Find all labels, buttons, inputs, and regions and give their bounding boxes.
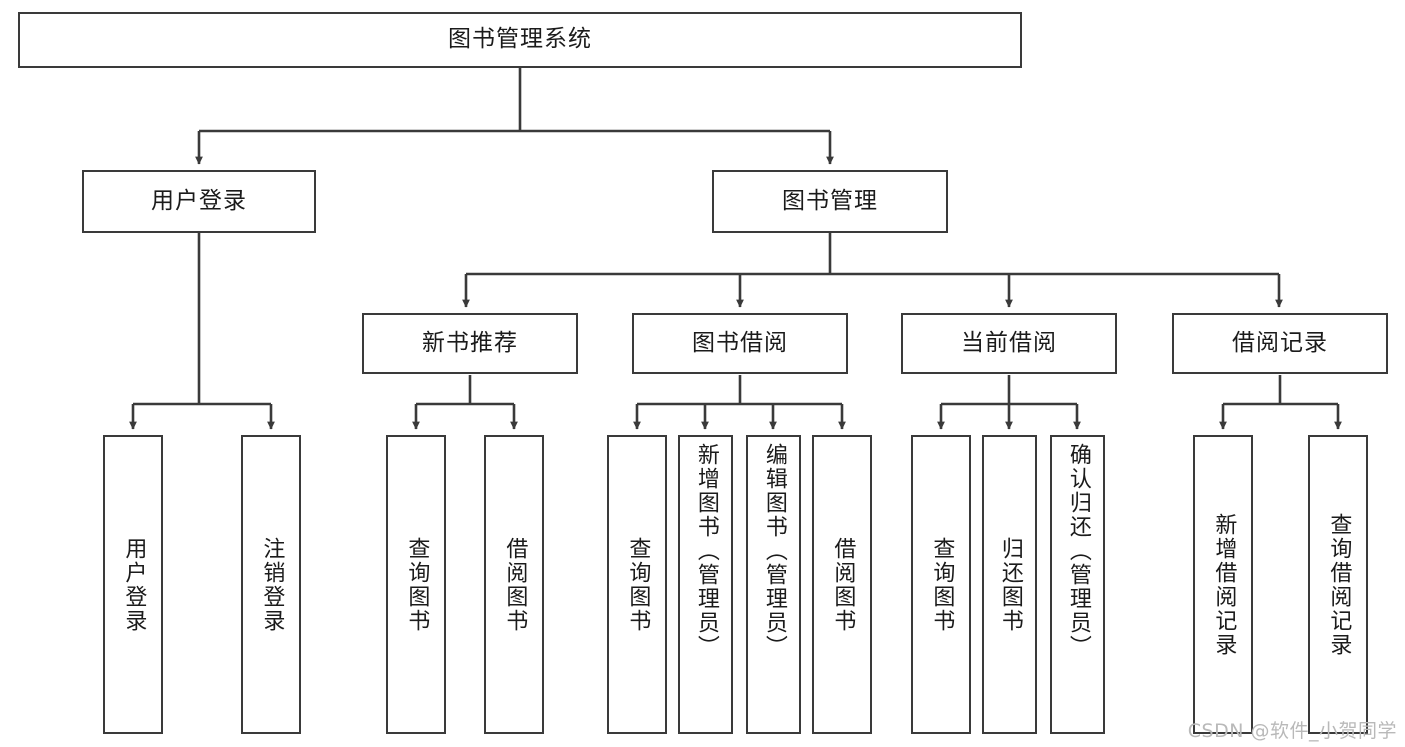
node-label: 编辑图书（管理员） [761, 443, 787, 659]
node-label: 用户登录 [121, 536, 147, 633]
leaf-record-query-record[interactable]: 查询借阅记录 [1308, 435, 1368, 734]
node-label: 新增借阅记录 [1211, 512, 1237, 657]
node-label: 确认归还（管理员） [1065, 443, 1091, 659]
node-borrow-record[interactable]: 借阅记录 [1172, 313, 1388, 374]
node-label: 新书推荐 [422, 329, 518, 356]
csdn-watermark: CSDN @软件_小贺同学 [1187, 720, 1397, 742]
leaf-current-return-book[interactable]: 归还图书 [982, 435, 1037, 734]
node-label: 查询图书 [929, 536, 955, 633]
leaf-recommend-query-book[interactable]: 查询图书 [386, 435, 446, 734]
node-label: 借阅图书 [830, 536, 856, 633]
node-book-management[interactable]: 图书管理 [712, 170, 948, 233]
node-root-library-system[interactable]: 图书管理系统 [18, 12, 1022, 68]
node-label: 注销登录 [259, 536, 285, 633]
node-label: 借阅记录 [1232, 329, 1328, 356]
node-label: 当前借阅 [961, 329, 1057, 356]
leaf-borrow-borrow-book[interactable]: 借阅图书 [812, 435, 872, 734]
node-label: 查询图书 [625, 536, 651, 633]
leaf-borrow-edit-book-admin[interactable]: 编辑图书（管理员） [746, 435, 801, 734]
leaf-user-login-login[interactable]: 用户登录 [103, 435, 163, 734]
node-label: 用户登录 [151, 187, 247, 214]
leaf-recommend-borrow-book[interactable]: 借阅图书 [484, 435, 544, 734]
leaf-current-query-book[interactable]: 查询图书 [911, 435, 971, 734]
node-label: 新增图书（管理员） [693, 443, 719, 659]
node-label: 图书管理系统 [448, 26, 592, 53]
leaf-record-add-record[interactable]: 新增借阅记录 [1193, 435, 1253, 734]
leaf-user-login-logout[interactable]: 注销登录 [241, 435, 301, 734]
node-label: 查询图书 [404, 536, 430, 633]
node-current-borrow[interactable]: 当前借阅 [901, 313, 1117, 374]
leaf-borrow-query-book[interactable]: 查询图书 [607, 435, 667, 734]
node-label: 图书借阅 [692, 329, 788, 356]
node-user-login[interactable]: 用户登录 [82, 170, 316, 233]
node-new-book-recommend[interactable]: 新书推荐 [362, 313, 578, 374]
leaf-current-confirm-return-admin[interactable]: 确认归还（管理员） [1050, 435, 1105, 734]
node-label: 图书管理 [782, 187, 878, 214]
node-label: 借阅图书 [502, 536, 528, 633]
node-label: 归还图书 [997, 536, 1023, 633]
node-label: 查询借阅记录 [1326, 512, 1352, 657]
node-book-borrow[interactable]: 图书借阅 [632, 313, 848, 374]
leaf-borrow-add-book-admin[interactable]: 新增图书（管理员） [678, 435, 733, 734]
